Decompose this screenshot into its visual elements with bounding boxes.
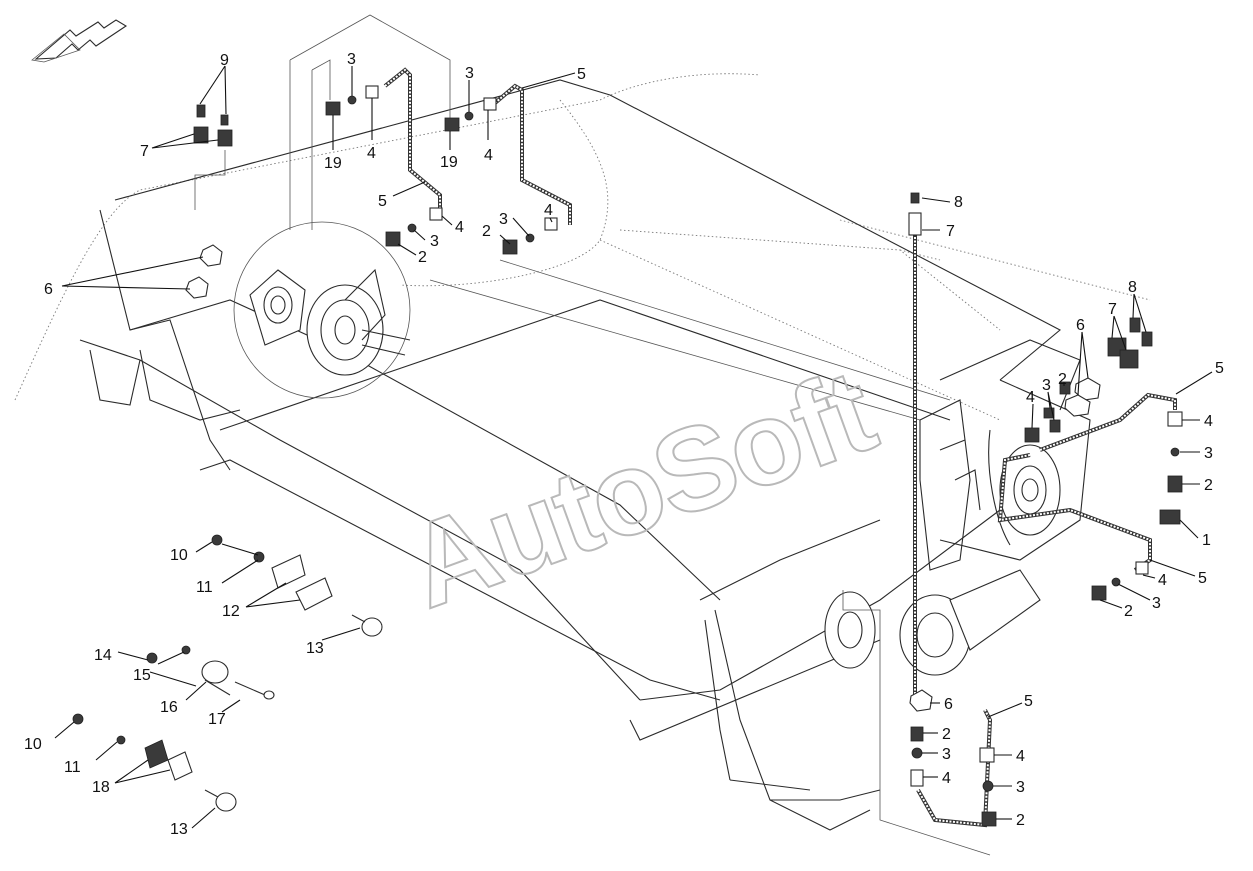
callout-11: 11 [196, 579, 213, 596]
callout-4: 4 [367, 145, 376, 162]
callout-3: 3 [942, 746, 951, 763]
callout-2: 2 [482, 223, 491, 240]
callout-4: 4 [1016, 748, 1025, 765]
callout-3: 3 [465, 65, 474, 82]
leader-lines [54, 65, 1213, 829]
callout-10: 10 [24, 736, 42, 753]
callout-13: 13 [306, 640, 324, 657]
callout-18: 18 [92, 779, 110, 796]
callout-5: 5 [1198, 570, 1207, 587]
bearing-detail-inset [233, 221, 411, 399]
callout-2: 2 [1124, 603, 1133, 620]
callout-13: 13 [170, 821, 188, 838]
callout-labels: 9 7 6 3 19 4 3 19 4 5 5 4 3 2 3 4 2 8 7 … [24, 51, 1224, 838]
callout-3: 3 [499, 211, 508, 228]
direction-arrow-icon [31, 19, 128, 63]
callout-2: 2 [942, 726, 951, 743]
loose-hardware [72, 534, 383, 812]
callout-16: 16 [160, 699, 178, 716]
callout-2: 2 [418, 249, 427, 266]
callout-14: 14 [94, 647, 112, 664]
callout-3: 3 [1204, 445, 1213, 462]
callout-1: 1 [1202, 532, 1211, 549]
callout-4: 4 [942, 770, 951, 787]
callout-2: 2 [1204, 477, 1213, 494]
hydraulic-fittings [185, 85, 1183, 827]
header-frame [79, 79, 1091, 831]
callout-3: 3 [1152, 595, 1161, 612]
callout-2: 2 [1016, 812, 1025, 829]
callout-11: 11 [64, 759, 81, 776]
callout-6: 6 [1076, 317, 1085, 334]
callout-17: 17 [208, 711, 226, 728]
callout-4: 4 [455, 219, 464, 236]
callout-8: 8 [954, 194, 963, 211]
callout-6: 6 [44, 281, 53, 298]
callout-5: 5 [378, 193, 387, 210]
callout-3: 3 [1042, 377, 1051, 394]
callout-2: 2 [1058, 371, 1067, 388]
watermark-text: AutoSoft [391, 344, 890, 633]
callout-4: 4 [1158, 572, 1167, 589]
callout-6: 6 [944, 696, 953, 713]
callout-19: 19 [440, 154, 458, 171]
callout-5: 5 [1215, 360, 1224, 377]
callout-7: 7 [946, 223, 955, 240]
callout-9: 9 [220, 52, 229, 69]
callout-5: 5 [1024, 693, 1033, 710]
bracket-outlines [194, 14, 991, 856]
callout-4: 4 [1026, 389, 1035, 406]
callout-10: 10 [170, 547, 188, 564]
callout-15: 15 [133, 667, 151, 684]
header-background-outline [14, 73, 1151, 421]
callout-7: 7 [140, 143, 149, 160]
callout-7: 7 [1108, 301, 1117, 318]
callout-3: 3 [347, 51, 356, 68]
callout-5: 5 [577, 66, 586, 83]
callout-12: 12 [222, 603, 240, 620]
callout-3: 3 [430, 233, 439, 250]
callout-19: 19 [324, 155, 342, 172]
callout-3: 3 [1016, 779, 1025, 796]
callout-8: 8 [1128, 279, 1137, 296]
callout-4: 4 [1204, 413, 1213, 430]
callout-4: 4 [484, 147, 493, 164]
callout-4: 4 [544, 202, 553, 219]
